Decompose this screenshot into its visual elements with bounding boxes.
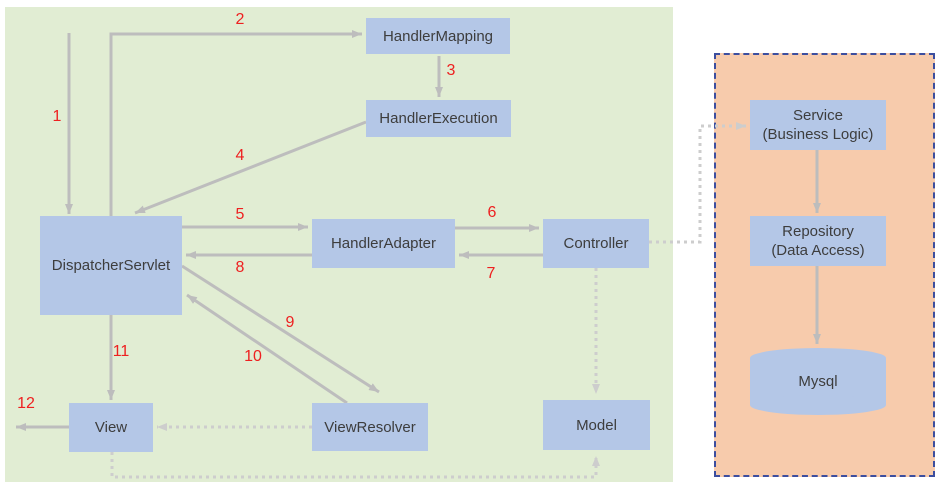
database-cylinder-icon bbox=[750, 348, 886, 415]
step-label-4: 4 bbox=[235, 147, 245, 164]
node-repository-line2: (Data Access) bbox=[771, 242, 865, 259]
node-view-resolver-label: ViewResolver bbox=[324, 418, 416, 436]
node-model-label: Model bbox=[576, 416, 617, 434]
step-label-5: 5 bbox=[235, 206, 245, 223]
step-label-7: 7 bbox=[486, 265, 496, 282]
node-repository: Repository (Data Access) bbox=[750, 216, 886, 266]
step-label-6: 6 bbox=[487, 204, 497, 221]
node-mysql-database: Mysql bbox=[750, 348, 886, 415]
step-label-9: 9 bbox=[285, 314, 295, 331]
step-label-2: 2 bbox=[235, 11, 245, 28]
node-controller: Controller bbox=[543, 219, 649, 268]
node-dispatcher-servlet-label: DispatcherServlet bbox=[51, 257, 171, 274]
step-label-10: 10 bbox=[244, 348, 262, 365]
node-mysql-label: Mysql bbox=[798, 373, 838, 390]
node-repository-label: Repository (Data Access) bbox=[771, 222, 864, 260]
node-dispatcher-servlet: DispatcherServlet bbox=[40, 216, 182, 315]
step-label-12: 12 bbox=[17, 395, 35, 412]
node-service: Service (Business Logic) bbox=[750, 100, 886, 150]
node-view: View bbox=[69, 403, 153, 452]
step-label-1: 1 bbox=[52, 108, 62, 125]
node-repository-line1: Repository bbox=[782, 223, 854, 240]
node-service-line2: (Business Logic) bbox=[762, 126, 874, 143]
node-view-label: View bbox=[94, 419, 128, 436]
node-handler-adapter-label: HandlerAdapter bbox=[330, 235, 437, 252]
node-model: Model bbox=[543, 400, 650, 450]
node-handler-mapping-label: HandlerMapping bbox=[382, 27, 494, 45]
node-service-line1: Service bbox=[792, 107, 843, 124]
step-label-11: 11 bbox=[112, 343, 130, 360]
node-service-label: Service (Business Logic) bbox=[763, 106, 874, 144]
node-handler-execution: HandlerExecution bbox=[366, 100, 511, 137]
step-label-3: 3 bbox=[446, 62, 456, 79]
node-handler-execution-label: HandlerExecution bbox=[379, 110, 498, 127]
node-view-resolver: ViewResolver bbox=[312, 403, 428, 451]
node-handler-mapping: HandlerMapping bbox=[366, 18, 510, 54]
step-label-8: 8 bbox=[235, 259, 245, 276]
node-handler-adapter: HandlerAdapter bbox=[312, 219, 455, 268]
node-controller-label: Controller bbox=[563, 235, 629, 252]
